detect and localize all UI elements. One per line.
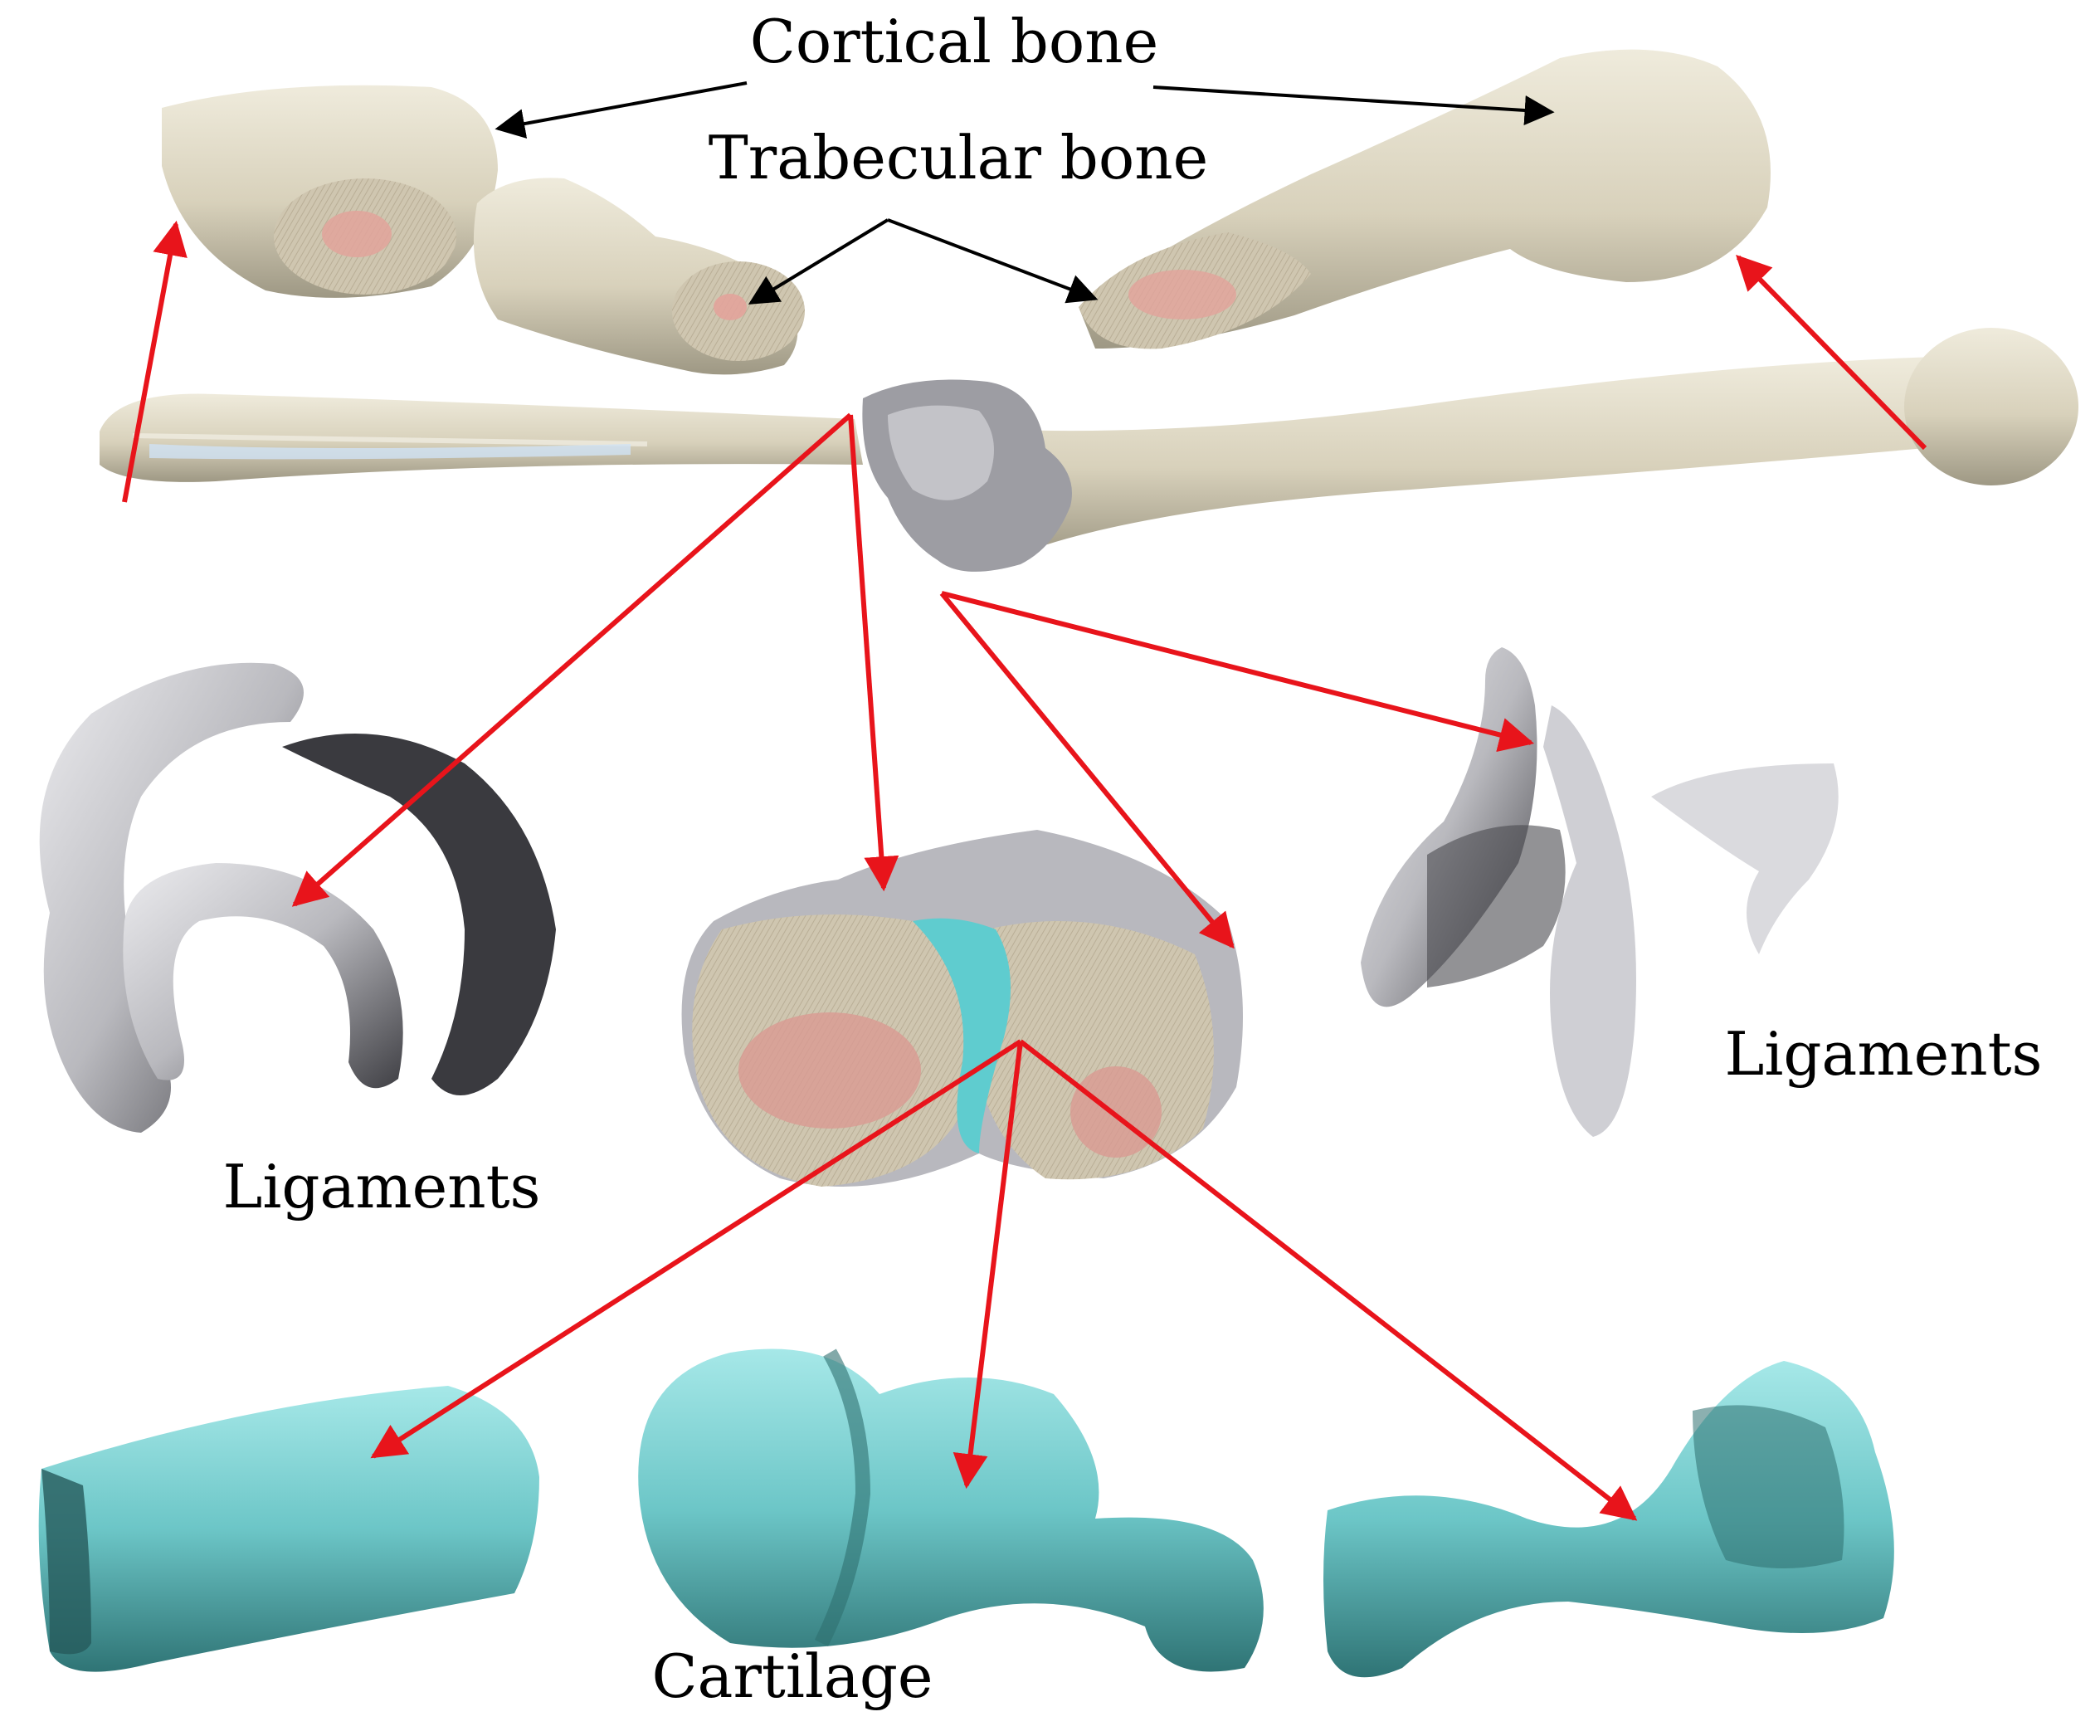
- humerus-shaft: [938, 328, 2078, 558]
- label-ligaments-left: Ligaments: [223, 1152, 541, 1222]
- arrow-to-ligaments-right: [941, 591, 1535, 753]
- arrow-cortical-left: [495, 81, 748, 139]
- ligaments-left-model: [39, 662, 556, 1133]
- elbow-joint: [862, 379, 1072, 572]
- arrow-to-cartilage-left: [370, 1039, 1022, 1459]
- ligaments-right-model: [1361, 647, 1839, 1137]
- cartilage-left-model: [38, 1386, 539, 1672]
- radius-section: [473, 178, 805, 375]
- arrow-to-cartilage-middle: [953, 1041, 1023, 1490]
- arrow-to-cartilage-right: [1019, 1039, 1638, 1521]
- black-arrows: [495, 81, 1555, 305]
- arrow-to-joint-tip: [939, 592, 1235, 949]
- humerus-section: [1079, 49, 1771, 349]
- arrow-trabecular-left: [748, 218, 889, 305]
- arrow-to-ulna: [122, 220, 188, 503]
- arrow-trabecular-right: [887, 218, 1099, 304]
- arrow-to-ligaments-left: [291, 412, 852, 907]
- arrow-to-joint-section: [848, 414, 899, 892]
- red-arrows: [122, 220, 1927, 1521]
- label-ligaments-right: Ligaments: [1725, 1019, 2043, 1089]
- arrow-to-humerus: [1736, 254, 1927, 451]
- cartilage-middle-model: [638, 1348, 1264, 1672]
- cartilage-right-model: [1323, 1361, 1894, 1678]
- joint-cross-section: [681, 830, 1243, 1187]
- arrow-cortical-right: [1152, 85, 1555, 125]
- forearm-bones: [100, 393, 863, 482]
- label-trabecular-bone: Trabecular bone: [709, 123, 1208, 193]
- ulna-section: [162, 85, 498, 298]
- label-cortical-bone: Cortical bone: [750, 7, 1158, 76]
- label-cartilage: Cartilage: [651, 1641, 933, 1711]
